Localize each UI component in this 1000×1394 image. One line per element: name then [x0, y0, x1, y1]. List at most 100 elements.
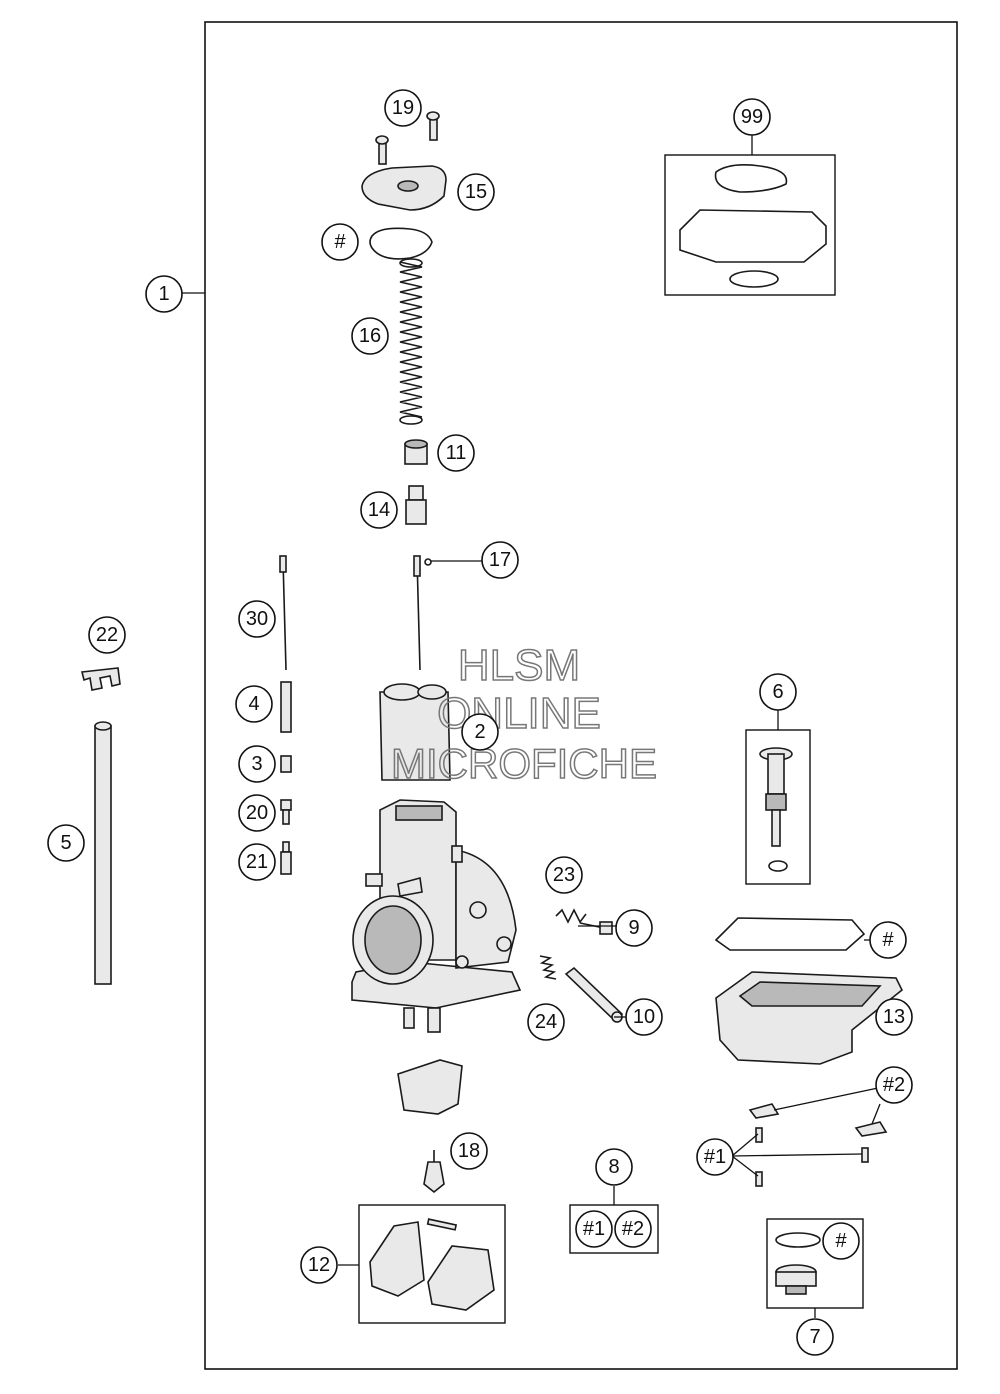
callout-h2-a: #2	[875, 1066, 913, 1104]
callout-3: 3	[238, 745, 276, 783]
needle-holder-11	[404, 439, 428, 465]
svg-text:24: 24	[535, 1011, 557, 1033]
callout-hash-b: #	[869, 921, 907, 959]
svg-text:9: 9	[628, 917, 639, 939]
callout-12: 12	[300, 1246, 338, 1284]
bracket-2-a	[748, 1103, 780, 1119]
callout-14: 14	[360, 491, 398, 529]
float-12	[369, 1218, 495, 1311]
callout-13: 13	[875, 998, 913, 1036]
idle-screw-9	[579, 921, 613, 935]
svg-text:11: 11	[446, 442, 467, 464]
jet-4	[280, 681, 292, 733]
hose-clip-22	[81, 667, 121, 691]
callout-7: 7	[796, 1318, 834, 1356]
callout-20: 20	[238, 794, 276, 832]
overflow-hose-5	[94, 721, 112, 985]
throttle-slide-2	[379, 683, 451, 781]
float-bowl-gasket	[714, 917, 866, 951]
callout-8: 8	[595, 1148, 633, 1186]
callout-hash-c: #	[822, 1222, 860, 1260]
needle-clip-holder-14	[405, 485, 427, 525]
callout-h1-a: #1	[696, 1138, 734, 1176]
gasket-kit-box-99	[664, 154, 836, 296]
callout-h1-b: #1	[575, 1210, 613, 1248]
slide-spring	[399, 261, 423, 418]
screw-19-b	[426, 111, 440, 141]
callout-hash-a: #	[321, 223, 359, 261]
screw-19-a	[375, 135, 389, 165]
callout-11: 11	[437, 434, 475, 472]
svg-text:19: 19	[392, 97, 414, 119]
callout-6: 6	[759, 673, 797, 711]
svg-text:12: 12	[308, 1254, 330, 1276]
svg-text:#: #	[882, 929, 894, 951]
svg-text:#: #	[334, 231, 346, 253]
callout-21: 21	[238, 843, 276, 881]
svg-text:30: 30	[246, 608, 268, 630]
watermark-line1: HLSM	[458, 641, 580, 690]
assembly-frame	[204, 21, 958, 1370]
spring-24	[539, 955, 557, 980]
svg-text:21: 21	[246, 851, 268, 873]
svg-text:#1: #1	[583, 1218, 605, 1240]
svg-text:7: 7	[809, 1326, 820, 1348]
watermark-line3: MICROFICHE	[391, 740, 657, 787]
screw-1-b	[861, 1147, 869, 1163]
svg-text:#: #	[835, 1230, 847, 1252]
callout-9: 9	[615, 909, 653, 947]
top-cover-gasket	[369, 227, 433, 260]
carburetor-body	[351, 799, 522, 1033]
callout-23: 23	[545, 856, 583, 894]
callout-h2-b: #2	[614, 1210, 652, 1248]
callout-1: 1	[145, 275, 183, 313]
callout-4: 4	[235, 685, 273, 723]
drain-plug-7	[775, 1232, 821, 1295]
svg-text:22: 22	[96, 624, 118, 646]
callout-30: 30	[238, 600, 276, 638]
callout-16: 16	[351, 317, 389, 355]
svg-text:#1: #1	[704, 1146, 726, 1168]
jet-20	[280, 799, 292, 825]
callout-10: 10	[625, 998, 663, 1036]
watermark: HLSM ONLINE MICROFICHE	[390, 640, 658, 788]
svg-text:18: 18	[458, 1140, 480, 1162]
svg-text:13: 13	[883, 1006, 905, 1028]
svg-text:6: 6	[772, 681, 783, 703]
svg-text:15: 15	[465, 181, 487, 203]
svg-text:8: 8	[608, 1156, 619, 1178]
float-needle-18	[423, 1150, 445, 1194]
jet-3	[280, 755, 292, 773]
choke-plunger-6	[759, 747, 793, 872]
svg-text:#2: #2	[622, 1218, 644, 1240]
svg-text:10: 10	[633, 1006, 655, 1028]
svg-text:4: 4	[248, 693, 259, 715]
float-bowl-13	[715, 971, 904, 1065]
svg-text:17: 17	[489, 549, 511, 571]
callout-15: 15	[457, 173, 495, 211]
callout-19: 19	[384, 89, 422, 127]
svg-text:5: 5	[60, 832, 71, 854]
callout-99: 99	[733, 98, 771, 136]
svg-text:16: 16	[359, 325, 381, 347]
float-chamber-insert	[397, 1059, 463, 1115]
needle-30	[279, 555, 287, 671]
svg-text:23: 23	[553, 864, 575, 886]
svg-text:20: 20	[246, 802, 268, 824]
svg-text:14: 14	[368, 499, 390, 521]
bracket-2-b	[854, 1121, 888, 1137]
svg-text:3: 3	[251, 753, 262, 775]
screw-1-c	[755, 1171, 763, 1187]
air-screw-10	[564, 966, 624, 1023]
callout-24: 24	[527, 1003, 565, 1041]
svg-text:1: 1	[158, 283, 169, 305]
jet-needle-17	[413, 555, 432, 671]
svg-text:2: 2	[474, 721, 485, 743]
svg-text:#2: #2	[883, 1074, 905, 1096]
callout-17: 17	[481, 541, 519, 579]
spring-23	[555, 908, 587, 924]
jet-21	[280, 841, 292, 875]
callout-18: 18	[450, 1132, 488, 1170]
svg-text:99: 99	[741, 106, 763, 128]
